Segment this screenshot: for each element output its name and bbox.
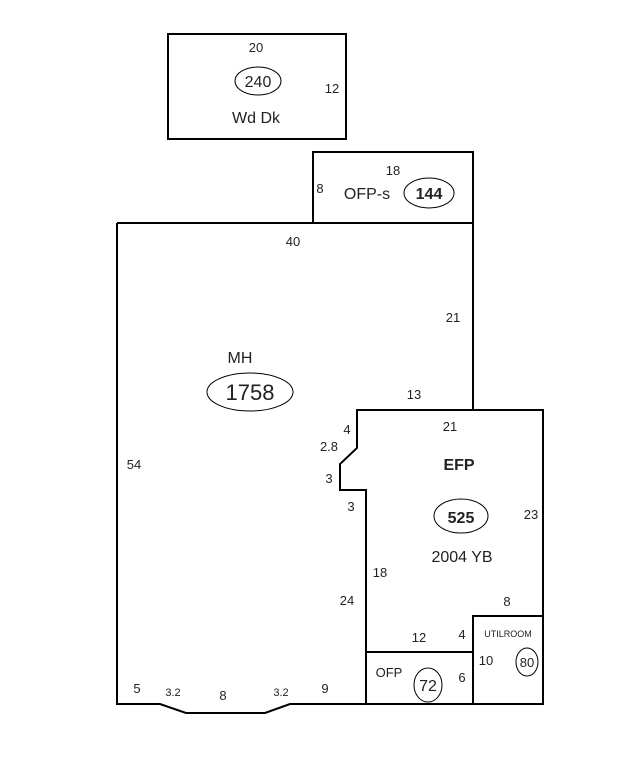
dim-label: 21 [443, 419, 457, 434]
dim-label: 3 [325, 471, 332, 486]
dim-label: 4 [458, 627, 465, 642]
area-label: Wd Dk [232, 110, 281, 127]
dim-label: 54 [127, 457, 141, 472]
area-value: 1758 [226, 380, 275, 405]
dim-label: 4 [343, 422, 350, 437]
area-oval [403, 177, 455, 209]
dim-label: 24 [340, 593, 354, 608]
efp-outline [366, 409, 544, 705]
dim-label: 40 [286, 234, 300, 249]
main-house-outline [116, 222, 474, 714]
area-value: 80 [520, 655, 534, 670]
area-label: OFP-s [344, 186, 390, 203]
dim-label: 12 [325, 81, 339, 96]
dim-label: 10 [479, 653, 493, 668]
utilroom-outline [472, 615, 543, 704]
area-oval [206, 372, 294, 412]
dim-label: 18 [386, 163, 400, 178]
area-label: MH [228, 350, 253, 367]
area-value: 525 [448, 510, 475, 527]
dim-label: 18 [373, 565, 387, 580]
dim-label: 9 [321, 681, 328, 696]
dim-label: 12 [412, 630, 426, 645]
area-oval [413, 667, 443, 703]
area-label: OFP [376, 665, 403, 680]
dim-label: 13 [407, 387, 421, 402]
year-built-label: 2004 YB [431, 549, 492, 566]
dim-label: 8 [503, 594, 510, 609]
dim-label: 3.2 [165, 687, 180, 699]
area-oval [433, 498, 489, 534]
dim-label: 8 [316, 181, 323, 196]
area-label: EFP [443, 457, 474, 474]
dim-label: 6 [458, 670, 465, 685]
dim-label: 3.2 [273, 687, 288, 699]
dim-label: 23 [524, 507, 538, 522]
dim-label: 20 [249, 40, 263, 55]
dim-label: 5 [133, 681, 140, 696]
dim-label: 8 [219, 688, 226, 703]
area-oval [234, 66, 282, 96]
wood-deck-outline [167, 33, 347, 140]
dim-label: 2.8 [320, 439, 338, 454]
dim-label: 21 [446, 310, 460, 325]
area-value: 144 [416, 186, 443, 203]
area-label: UTILROOM [484, 629, 532, 639]
area-value: 72 [419, 678, 437, 695]
dim-label: 3 [347, 499, 354, 514]
area-oval [515, 647, 539, 677]
area-value: 240 [245, 74, 272, 91]
